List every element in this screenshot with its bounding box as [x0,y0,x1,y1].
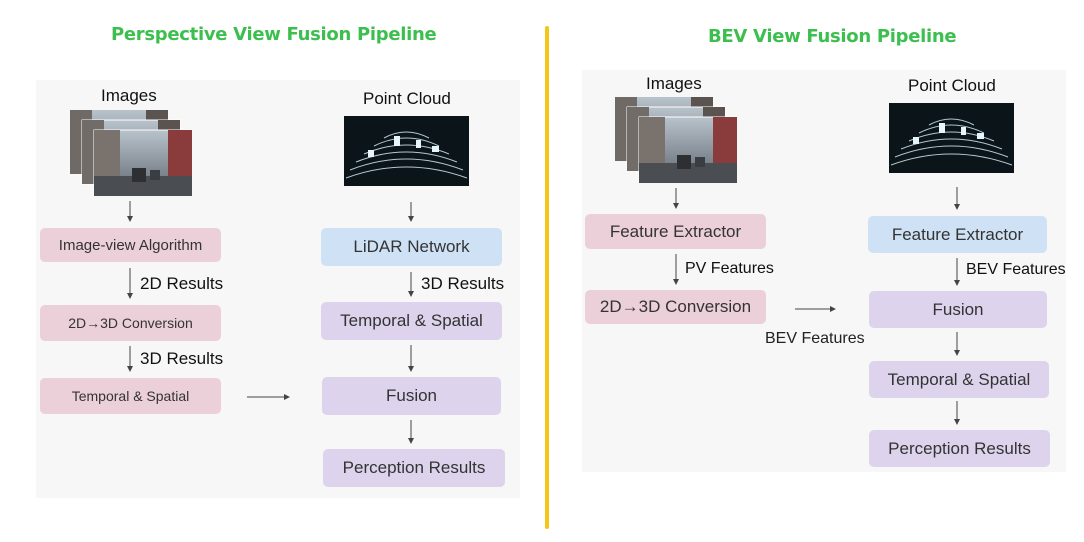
pv-perception-results-box: Perception Results [323,449,505,487]
bev-pointcloud-image [889,103,1014,173]
bev-features-mid-label: BEV Features [765,330,865,347]
bev-pointcloud-label: Point Cloud [908,76,996,95]
bev-images-stack [615,97,738,184]
bev-temporal-spatial-box: Temporal & Spatial [869,361,1049,398]
pv-pointcloud-image [344,116,469,186]
street-scene-image-stack-icon [615,97,738,184]
bev-fusion-box: Fusion [869,291,1047,328]
lidar-point-cloud-icon [890,118,1013,166]
pv-3d-results-label-left: 3D Results [140,349,224,368]
bev-features-right-label: BEV Features [966,261,1066,278]
pv-2d-3d-conversion-box: 2D→3D Conversion [40,305,221,341]
pv-pointcloud-label: Point Cloud [363,89,451,108]
pv-temporal-spatial-box-right: Temporal & Spatial [321,302,502,340]
bev-images-label: Images [646,74,702,93]
bev-feature-extractor-box-right: Feature Extractor [868,216,1047,253]
panel-divider [545,26,549,529]
pv-image-view-algorithm-box: Image-view Algorithm [40,228,221,262]
pv-title: Perspective View Fusion Pipeline [111,24,437,45]
pv-images-stack [70,110,193,197]
lidar-point-cloud-icon [345,131,468,179]
bev-feature-extractor-box-left: Feature Extractor [585,214,766,249]
street-scene-image-stack-icon [70,110,193,197]
bev-perception-results-box: Perception Results [869,430,1050,467]
pv-temporal-spatial-box-left: Temporal & Spatial [40,378,221,414]
pv-images-label: Images [101,86,157,105]
bev-title: BEV View Fusion Pipeline [708,26,957,47]
pv-fusion-box: Fusion [322,377,501,415]
pv-lidar-network-box: LiDAR Network [321,228,502,266]
bev-2d-3d-conversion-box: 2D→3D Conversion [585,290,766,324]
bev-pv-features-label: PV Features [685,260,774,277]
pv-3d-results-label-right: 3D Results [421,274,505,293]
pv-2d-results-label: 2D Results [140,274,224,293]
